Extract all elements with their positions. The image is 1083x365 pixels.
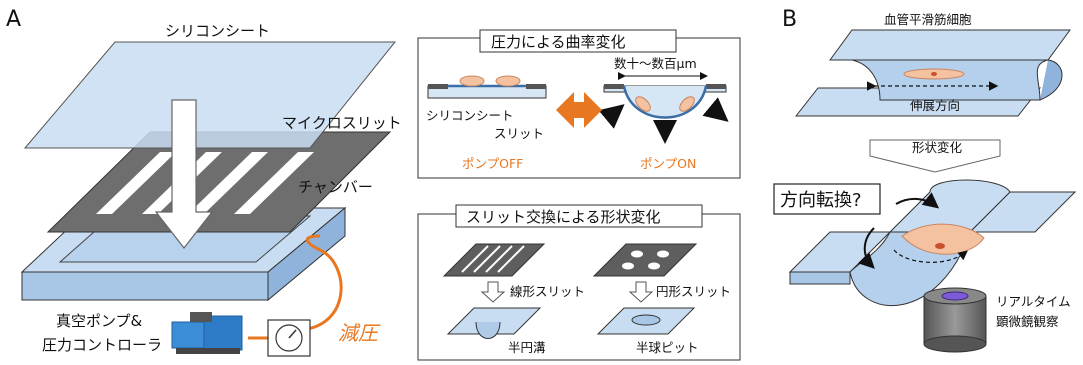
box-curvature-title-frame	[479, 29, 677, 53]
rotation-arrow-left-icon	[857, 227, 875, 269]
down-arrow-icon-linear	[480, 281, 506, 303]
label-pump-line2: 圧力コントローラ	[42, 336, 162, 354]
label-stretch-direction: 伸展方向	[910, 98, 960, 113]
linear-slit-plate	[442, 243, 546, 277]
box-slit-exchange	[417, 213, 741, 361]
vsmc-nucleus-curved	[935, 243, 945, 249]
panel-a-letter: A	[6, 7, 21, 32]
box-curvature-title: 圧力による曲率変化	[491, 33, 626, 51]
label-hemisphere-pit: 半球ピット	[636, 340, 699, 355]
label-box1-silicone: シリコンシート	[426, 108, 514, 123]
pump-off-diagram	[427, 75, 547, 99]
label-half-groove: 半円溝	[508, 340, 546, 355]
direction-switch-box	[773, 183, 881, 215]
assembly-arrow	[154, 99, 214, 249]
pump-on-diagram	[598, 84, 729, 144]
vsmc-cell-curved	[901, 223, 985, 255]
label-box1-slit: スリット	[494, 126, 544, 141]
circular-slit-plate	[592, 243, 698, 277]
label-micro-slit: マイクロスリット	[282, 114, 402, 132]
pressure-gauge-icon	[267, 319, 311, 357]
label-pump-on: ポンプON	[640, 156, 696, 171]
hemisphere-pit-sheet	[596, 307, 696, 335]
label-pump-line1: 真空ポンプ&	[56, 312, 143, 330]
objective-lens-icon	[923, 287, 987, 353]
half-groove-sheet	[446, 307, 542, 339]
label-realtime-line2: 顕微鏡観察	[996, 314, 1059, 329]
label-linear-slit: 線形スリット	[510, 284, 585, 299]
label-silicone-sheet: シリコンシート	[165, 22, 270, 40]
panel-b-letter: B	[782, 7, 797, 32]
rotation-arrow-top-icon	[895, 192, 940, 209]
vacuum-pump-icon	[171, 312, 243, 354]
vsmc-nucleus-flat	[931, 72, 937, 76]
label-circular-slit: 円形スリット	[656, 284, 731, 299]
box-slit-title: スリット交換による形状変化	[466, 208, 661, 226]
down-arrow-icon-circular	[628, 281, 654, 303]
label-decompression: 減圧	[338, 321, 381, 345]
vacuum-tube	[299, 234, 343, 332]
shape-change-arrow-icon	[869, 139, 1001, 173]
direction-arrow-icon	[893, 249, 968, 263]
label-chamber: チャンバー	[298, 178, 373, 196]
label-dimension: 数十～数百μm	[614, 56, 697, 71]
label-direction-switch: 方向転換?	[780, 190, 862, 211]
silicone-sheet	[23, 41, 397, 149]
label-realtime-line1: リアルタイム	[996, 294, 1071, 309]
toggle-arrow-icon	[556, 92, 602, 128]
label-shape-change: 形状変化	[912, 140, 963, 155]
label-vsmc: 血管平滑筋細胞	[884, 12, 972, 27]
label-pump-off: ポンプOFF	[462, 156, 523, 171]
box-slit-title-frame	[455, 204, 703, 228]
